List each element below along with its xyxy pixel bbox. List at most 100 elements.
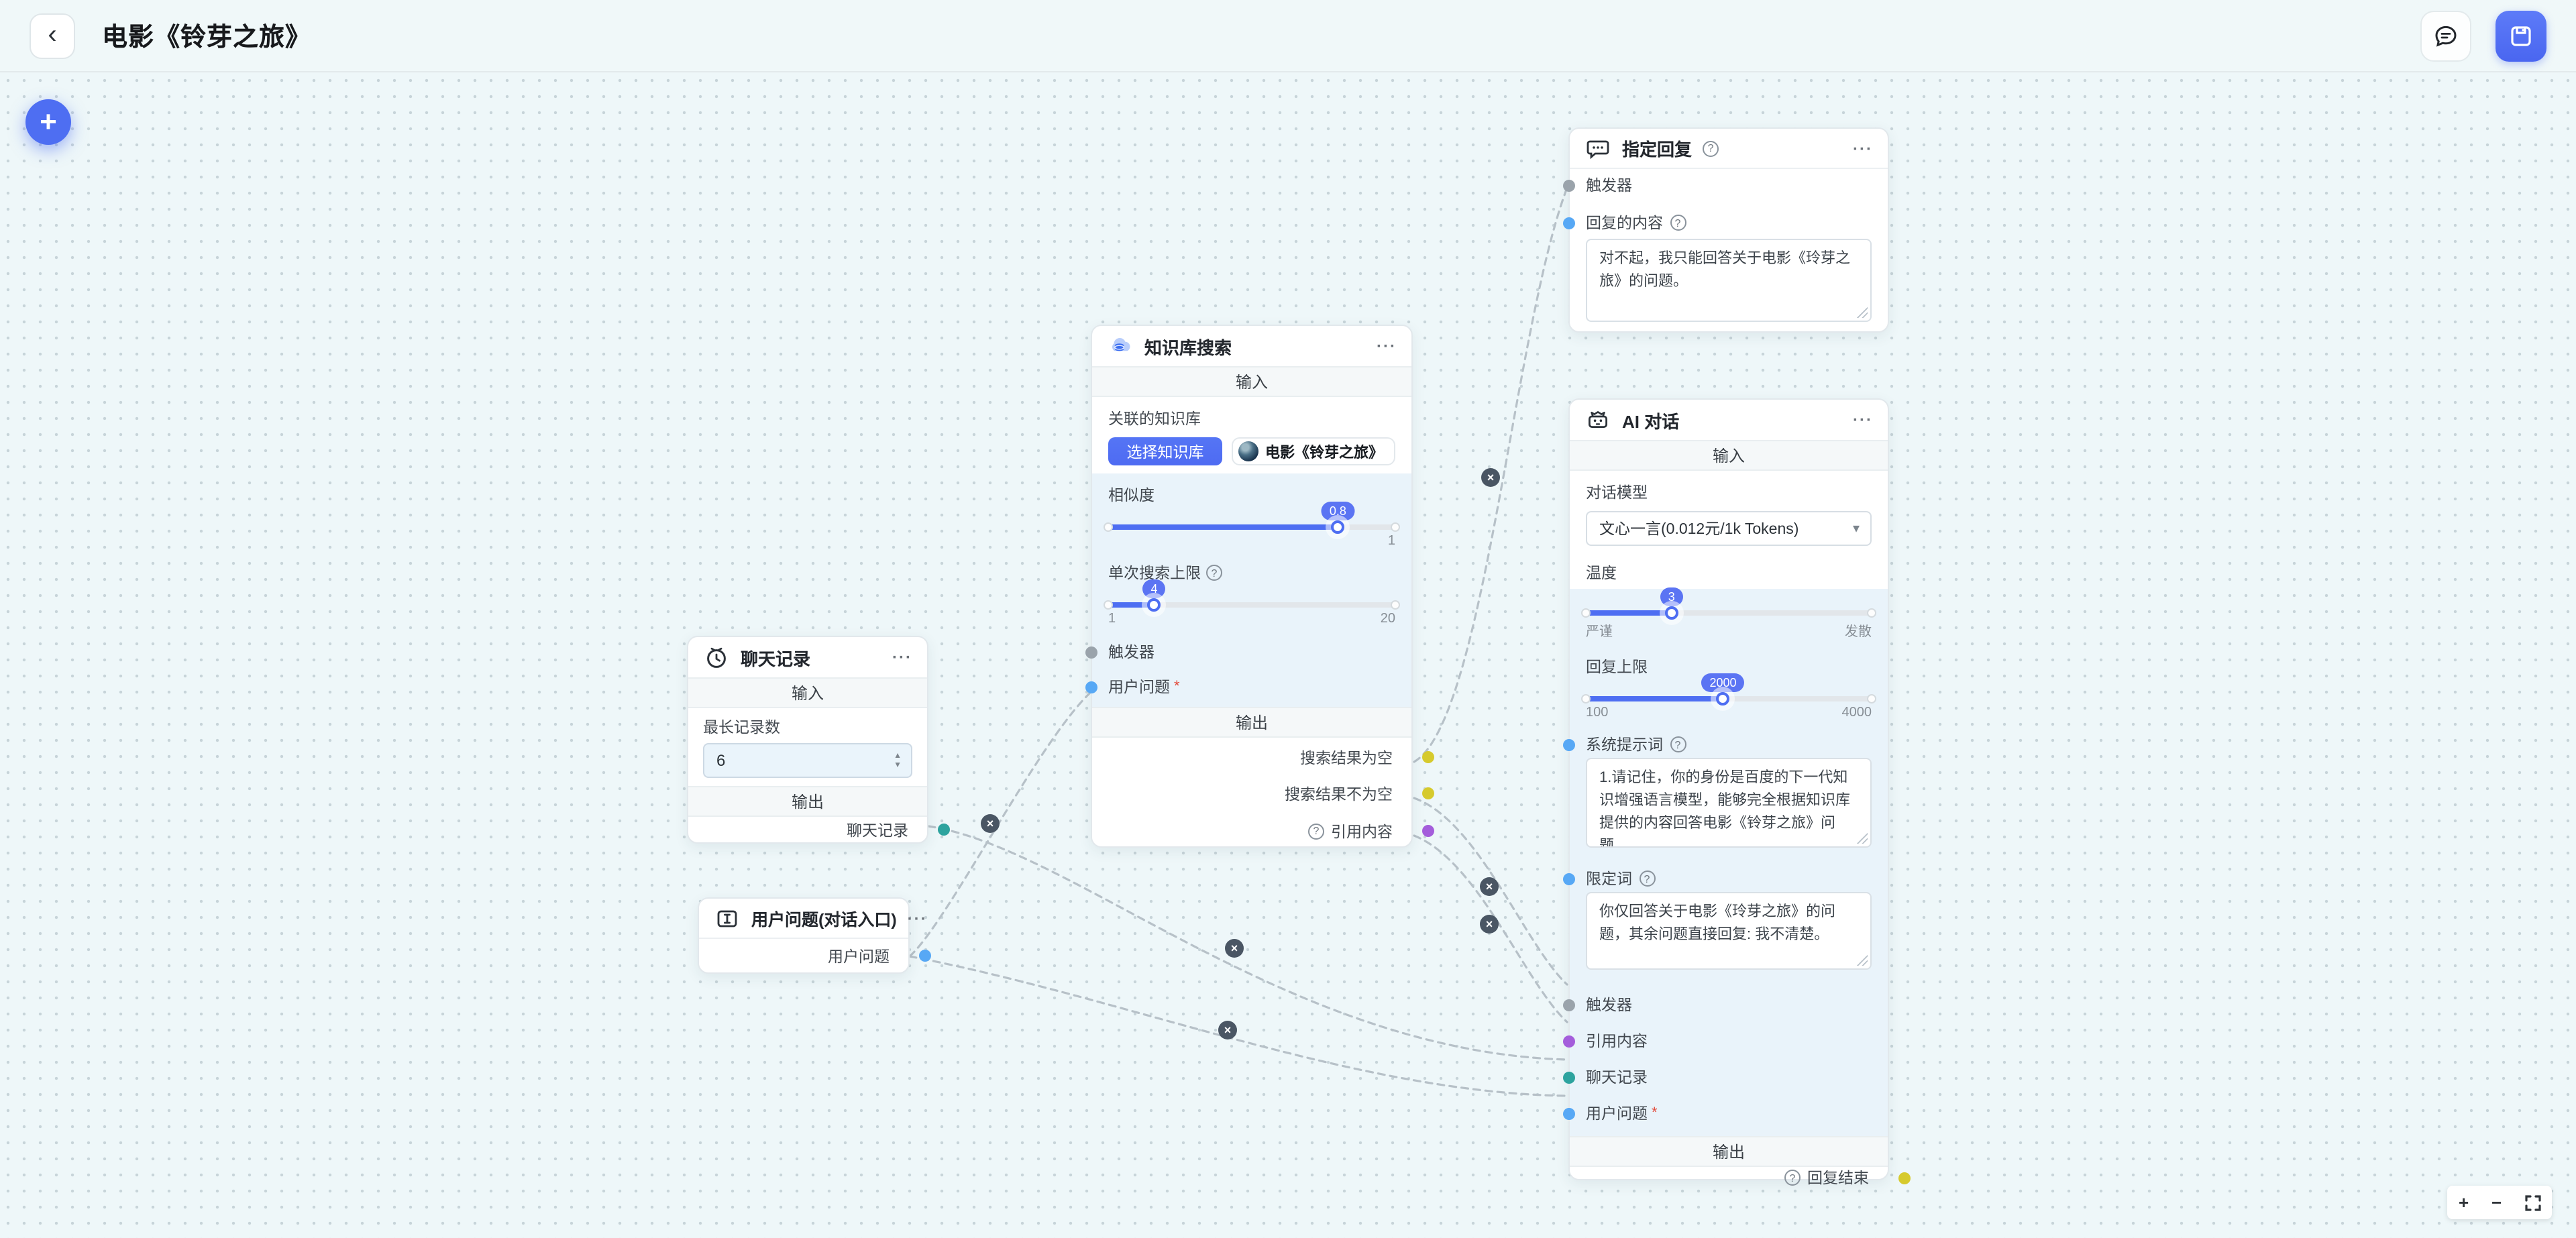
output-port-row: 用户问题 — [699, 939, 931, 972]
help-icon[interactable]: ? — [1784, 1170, 1801, 1186]
node-header: 知识库搜索 ··· — [1092, 326, 1411, 366]
node-ai-chat[interactable]: AI 对话 ··· 输入 对话模型 文心一言(0.012元/1k Tokens)… — [1563, 398, 1911, 1187]
qualifier-textarea[interactable]: 你仅回答关于电影《玲芽之旅》的问题，其余问题直接回复: 我不清楚。 — [1586, 892, 1872, 970]
slider-handle[interactable] — [1664, 606, 1678, 620]
node-chat-history[interactable]: 聊天记录 ··· 输入 最长记录数 6 ▲ ▼ 输出 聊天记录 — [687, 636, 950, 844]
node-more-button[interactable]: ··· — [892, 648, 912, 667]
node-fixed-reply[interactable]: 指定回复 ? ··· 触发器 回复的内容 ? 对不起，我只能回答关于电影《玲芽之… — [1563, 127, 1889, 333]
node-header: AI 对话 ··· — [1570, 400, 1888, 440]
slider-handle[interactable] — [1716, 692, 1730, 706]
node-more-button[interactable]: ··· — [1377, 337, 1397, 355]
output-section-bar: 输出 — [1092, 707, 1411, 738]
edge-delete-button[interactable]: × — [1480, 915, 1499, 934]
node-more-button[interactable]: ··· — [1853, 139, 1873, 158]
close-icon: × — [1485, 880, 1493, 893]
reply-content-textarea[interactable]: 对不起，我只能回答关于电影《玲芽之旅》的问题。 — [1586, 239, 1872, 322]
port-label: 触发器 — [1586, 998, 1632, 1014]
similarity-slider[interactable]: 0.8 1 — [1104, 502, 1400, 551]
edge-reference-to-aichat[interactable] — [1413, 834, 1568, 1023]
fit-view-button[interactable] — [2524, 1194, 2540, 1211]
save-floppy-icon — [2511, 25, 2531, 46]
save-button[interactable] — [2496, 10, 2546, 61]
number-stepper[interactable]: ▲ ▼ — [894, 744, 902, 777]
chevron-down-icon: ▾ — [1852, 521, 1860, 536]
input-port-row: 引用内容 — [1563, 1026, 1872, 1056]
max-records-input[interactable]: 6 ▲ ▼ — [703, 743, 912, 778]
slider-value-badge: 2000 — [1701, 673, 1745, 692]
reply-limit-min-label: 100 — [1586, 706, 1609, 720]
edge-question-to-kbsearch[interactable] — [908, 692, 1091, 958]
edge-delete-button[interactable]: × — [1218, 1021, 1237, 1039]
port-dot-history[interactable] — [1563, 1071, 1575, 1083]
select-kb-button[interactable]: 选择知识库 — [1108, 437, 1222, 465]
node-header: 指定回复 ? ··· — [1570, 129, 1888, 169]
port-dot-trigger[interactable] — [1085, 646, 1097, 658]
plus-icon: + — [40, 105, 57, 138]
node-body: 触发器 回复的内容 ? 对不起，我只能回答关于电影《玲芽之旅》的问题。 — [1563, 169, 1888, 329]
node-more-button[interactable]: ··· — [1853, 410, 1873, 429]
slider-handle[interactable] — [1147, 598, 1161, 612]
edge-delete-button[interactable]: × — [981, 814, 1000, 833]
flow-canvas[interactable]: + × × × × × × 聊天记录 ··· — [0, 72, 2576, 1238]
help-icon[interactable]: ? — [1639, 870, 1655, 887]
input-port-row: 系统提示词 ? — [1563, 731, 1872, 758]
add-node-button[interactable]: + — [25, 99, 71, 145]
topbar-actions — [2420, 10, 2546, 61]
zoom-in-button[interactable]: + — [2458, 1192, 2469, 1213]
edge-notempty-to-aichat[interactable] — [1413, 797, 1568, 986]
help-icon[interactable]: ? — [1308, 823, 1324, 839]
slider-handle[interactable] — [1331, 520, 1345, 534]
port-dot-question[interactable] — [1563, 1107, 1575, 1119]
help-icon[interactable]: ? — [1703, 140, 1719, 156]
model-select[interactable]: 文心一言(0.012元/1k Tokens) ▾ — [1586, 511, 1872, 546]
zoom-out-button[interactable]: − — [2491, 1192, 2502, 1213]
kb-chip[interactable]: 电影《铃芽之旅》 — [1232, 437, 1395, 465]
chat-debug-button[interactable] — [2420, 10, 2471, 61]
fit-view-icon — [2524, 1194, 2540, 1211]
output-port-row: 搜索结果不为空 — [1092, 777, 1434, 810]
port-dot-trigger[interactable] — [1563, 179, 1575, 191]
similarity-max-label: 1 — [1387, 534, 1395, 549]
port-dot-chat-history[interactable] — [938, 824, 950, 836]
edge-delete-button[interactable]: × — [1480, 877, 1499, 896]
node-title: 用户问题(对话入口) — [751, 911, 897, 930]
edge-question-to-aichat[interactable] — [908, 955, 1568, 1097]
port-dot-user-question[interactable] — [919, 950, 931, 962]
edge-delete-button[interactable]: × — [1225, 939, 1244, 958]
input-section-bar: 输入 — [1570, 440, 1888, 471]
help-icon[interactable]: ? — [1670, 736, 1686, 752]
port-label: 用户问题 — [1586, 1107, 1648, 1123]
port-dot-reference[interactable] — [1563, 1035, 1575, 1047]
port-dot-reply-end[interactable] — [1898, 1172, 1911, 1184]
node-kb-search[interactable]: 知识库搜索 ··· 输入 关联的知识库 选择知识库 电影《铃芽之旅》 相似度 0… — [1085, 325, 1434, 848]
edge-history-to-aichat[interactable] — [927, 825, 1568, 1061]
back-chevron-icon: ‹ — [48, 20, 57, 50]
sys-prompt-textarea[interactable]: 1.请记住，你的身份是百度的下一代知识增强语言模型，能够完全根据知识库提供的内容… — [1586, 758, 1872, 848]
help-icon[interactable]: ? — [1206, 565, 1222, 581]
port-dot-result-not-empty[interactable] — [1422, 787, 1434, 799]
edge-delete-button[interactable]: × — [1481, 468, 1500, 487]
port-dot-result-empty[interactable] — [1422, 751, 1434, 763]
port-dot-question[interactable] — [1085, 681, 1097, 693]
port-dot-trigger[interactable] — [1563, 999, 1575, 1011]
model-group: 对话模型 文心一言(0.012元/1k Tokens) ▾ 温度 — [1570, 471, 1888, 589]
port-dot-content[interactable] — [1563, 217, 1575, 229]
help-icon[interactable]: ? — [1670, 215, 1686, 231]
close-icon: × — [1485, 917, 1493, 931]
edge-empty-to-fixedreply[interactable] — [1413, 186, 1568, 763]
input-port-row: 用户问题 * — [1085, 672, 1395, 701]
stepper-up-icon[interactable]: ▲ — [894, 752, 902, 760]
port-dot-reference[interactable] — [1422, 825, 1434, 837]
max-records-label: 最长记录数 — [703, 720, 780, 736]
port-dot-sys-prompt[interactable] — [1563, 738, 1575, 750]
back-button[interactable]: ‹ — [30, 13, 75, 58]
stepper-down-icon[interactable]: ▼ — [894, 761, 902, 769]
node-user-question[interactable]: 用户问题(对话入口) ··· 用户问题 — [698, 897, 931, 974]
input-port-row: 回复的内容 ? — [1563, 209, 1872, 236]
node-more-button[interactable]: ··· — [907, 909, 928, 927]
temperature-slider[interactable]: 3 严谨发散 — [1581, 587, 1876, 642]
port-dot-qualifier[interactable] — [1563, 873, 1575, 885]
port-label: 用户问题 — [828, 949, 890, 965]
